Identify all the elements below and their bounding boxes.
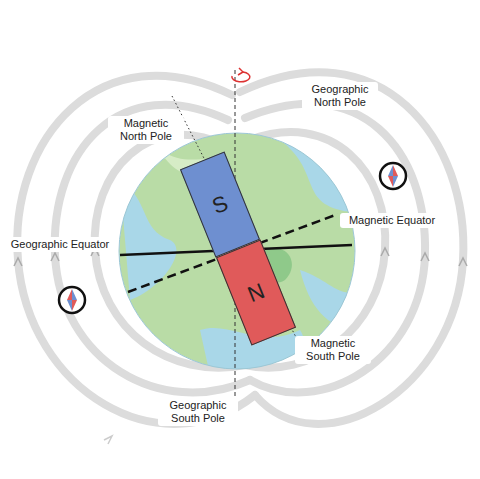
geographic-south-label: Geographic South Pole <box>158 398 238 426</box>
geographic-equator-label: Geographic Equator <box>3 237 117 252</box>
rotation-arrow <box>232 68 250 82</box>
magnetic-axis <box>172 96 300 345</box>
compass-right <box>380 163 406 189</box>
magnetic-equator-label: Magnetic Equator <box>340 213 444 228</box>
compass-left <box>59 287 85 313</box>
pole-letter: S <box>208 189 231 219</box>
pole-letter: N <box>244 277 268 307</box>
geographic-north-label: Geographic North Pole <box>302 82 378 110</box>
magnetic-south-label: Magnetic South Pole <box>295 336 371 364</box>
globe-outline <box>119 133 355 369</box>
magnetic-north-label: Magnetic North Pole <box>108 116 184 144</box>
